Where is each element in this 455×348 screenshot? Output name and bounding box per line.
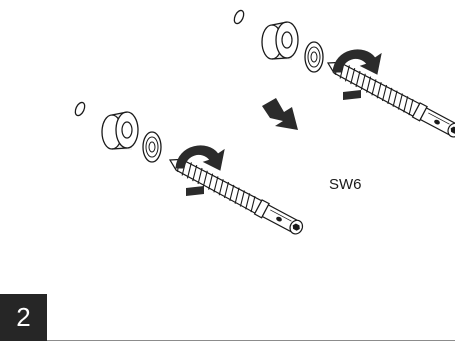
spacer-icon <box>101 111 139 150</box>
direction-arrow-icon <box>262 98 298 130</box>
lower-assembly <box>74 101 306 238</box>
assembly-illustration: SW6 <box>74 9 455 238</box>
upper-assembly <box>233 9 455 141</box>
step-number-badge: 2 <box>0 294 47 341</box>
washer-icon <box>142 131 162 163</box>
washer-icon <box>304 41 324 73</box>
small-washer-icon <box>233 9 245 25</box>
spacer-icon <box>261 21 299 60</box>
tool-size-label: SW6 <box>329 176 362 193</box>
small-washer-icon <box>74 101 86 117</box>
step-divider-line <box>47 340 455 341</box>
step-number: 2 <box>16 302 31 332</box>
